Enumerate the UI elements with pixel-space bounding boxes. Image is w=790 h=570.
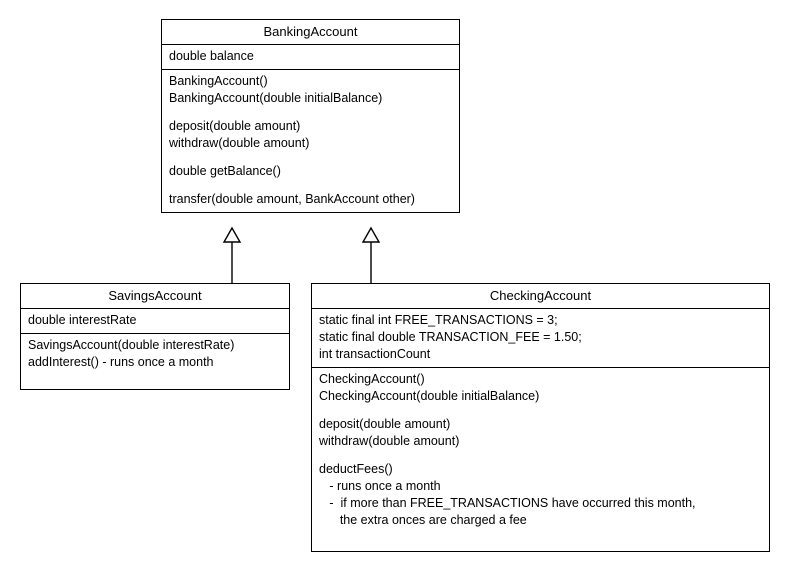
method-row: deposit(double amount)	[319, 417, 451, 431]
method-note-row: - runs once a month	[319, 479, 441, 493]
attribute-row: static final int FREE_TRANSACTIONS = 3;	[319, 313, 558, 327]
class-name-checking-account: CheckingAccount	[312, 284, 769, 309]
method-spacer	[169, 152, 453, 163]
method-spacer	[169, 180, 453, 191]
method-row: deposit(double amount)	[169, 119, 301, 133]
method-spacer	[169, 107, 453, 118]
methods-compartment-savings-account: SavingsAccount(double interestRate) addI…	[21, 334, 289, 389]
attributes-compartment-savings-account: double interestRate	[21, 309, 289, 334]
attribute-row: double interestRate	[28, 313, 137, 327]
generalization-savings-to-banking	[222, 226, 242, 283]
generalization-checking-to-banking	[361, 226, 381, 283]
methods-compartment-checking-account: CheckingAccount() CheckingAccount(double…	[312, 368, 769, 551]
method-row: addInterest() - runs once a month	[28, 355, 214, 369]
method-row: CheckingAccount(double initialBalance)	[319, 389, 540, 403]
hollow-triangle-arrowhead	[222, 226, 242, 243]
method-row: deductFees()	[319, 462, 393, 476]
class-box-checking-account[interactable]: CheckingAccount static final int FREE_TR…	[311, 283, 770, 552]
method-note-row: the extra onces are charged a fee	[319, 513, 527, 527]
attribute-row: static final double TRANSACTION_FEE = 1.…	[319, 330, 582, 344]
method-note-row: - if more than FREE_TRANSACTIONS have oc…	[319, 496, 696, 510]
method-row: CheckingAccount()	[319, 372, 425, 386]
method-spacer	[319, 405, 763, 416]
method-row: withdraw(double amount)	[169, 136, 310, 150]
class-name-banking-account: BankingAccount	[162, 20, 459, 45]
method-row: withdraw(double amount)	[319, 434, 460, 448]
class-box-banking-account[interactable]: BankingAccount double balance BankingAcc…	[161, 19, 460, 213]
method-row: BankingAccount(double initialBalance)	[169, 91, 383, 105]
hollow-triangle-arrowhead	[361, 226, 381, 243]
class-name-savings-account: SavingsAccount	[21, 284, 289, 309]
method-row: SavingsAccount(double interestRate)	[28, 338, 235, 352]
method-row: double getBalance()	[169, 164, 281, 178]
methods-compartment-banking-account: BankingAccount() BankingAccount(double i…	[162, 70, 459, 212]
method-row: BankingAccount()	[169, 74, 268, 88]
attribute-row: double balance	[169, 49, 254, 63]
class-box-savings-account[interactable]: SavingsAccount double interestRate Savin…	[20, 283, 290, 390]
attributes-compartment-banking-account: double balance	[162, 45, 459, 70]
attributes-compartment-checking-account: static final int FREE_TRANSACTIONS = 3; …	[312, 309, 769, 368]
attribute-row: int transactionCount	[319, 347, 431, 361]
method-row: transfer(double amount, BankAccount othe…	[169, 192, 415, 206]
method-spacer	[319, 450, 763, 461]
